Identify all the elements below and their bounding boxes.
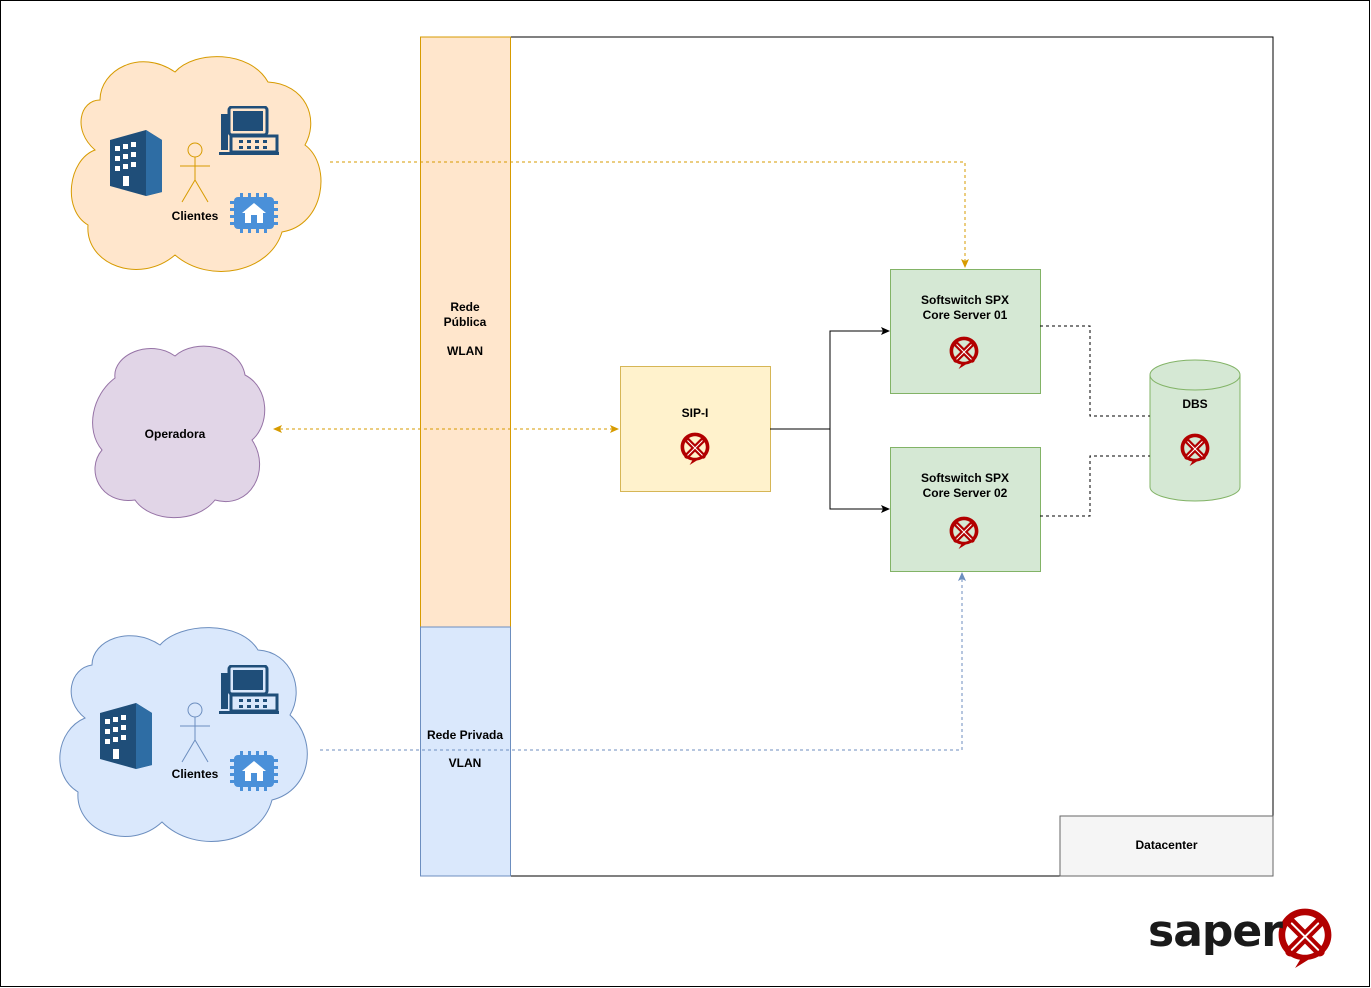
saperx-logo-text: saper	[1148, 906, 1283, 957]
clientes-label: Clientes	[171, 209, 219, 223]
connector-clientes-private-server02	[320, 572, 966, 751]
dbs-database	[1149, 359, 1241, 502]
rede-privada-label: Rede Privada	[426, 728, 504, 742]
sipi-label: SIP-I	[681, 406, 709, 420]
datacenter-label-box	[1059, 815, 1274, 877]
softswitch-02-label-line1: Softswitch SPX	[920, 471, 1009, 485]
smart-home-chip-icon	[230, 193, 278, 233]
clientes-cloud-top	[70, 56, 322, 272]
dbs-label: DBS	[1182, 397, 1208, 411]
rede-publica-label-line2: Pública	[443, 315, 487, 329]
wlan-label: WLAN	[447, 344, 483, 358]
connector-sipi-server02	[829, 429, 890, 513]
clientes-label: Clientes	[171, 767, 219, 781]
private-network-bar	[420, 626, 511, 877]
building-icon	[100, 703, 152, 769]
clientes-cloud-bottom	[59, 627, 308, 842]
connector-server01-dbs	[1040, 325, 1150, 417]
public-network-bar	[420, 36, 511, 628]
building-icon	[110, 130, 162, 196]
smart-home-chip-icon	[230, 751, 278, 791]
softswitch-01-label-line1: Softswitch SPX	[920, 293, 1009, 307]
softswitch-core-server-02	[890, 447, 1041, 572]
vlan-label: VLAN	[448, 756, 482, 770]
operadora-cloud	[92, 345, 266, 519]
operadora-label: Operadora	[144, 427, 206, 441]
connector-server02-dbs	[1040, 455, 1150, 517]
connector-clientes-public-server01	[330, 161, 969, 268]
sipi-node	[620, 366, 771, 492]
softswitch-01-label-line2: Core Server 01	[922, 308, 1008, 322]
connector-sipi-server01	[770, 327, 890, 430]
saperx-logo-icon	[1279, 909, 1332, 968]
rede-publica-label-line1: Rede	[450, 300, 480, 314]
datacenter-label: Datacenter	[1135, 838, 1198, 852]
softswitch-core-server-01	[890, 269, 1041, 394]
softswitch-02-label-line2: Core Server 02	[922, 486, 1008, 500]
